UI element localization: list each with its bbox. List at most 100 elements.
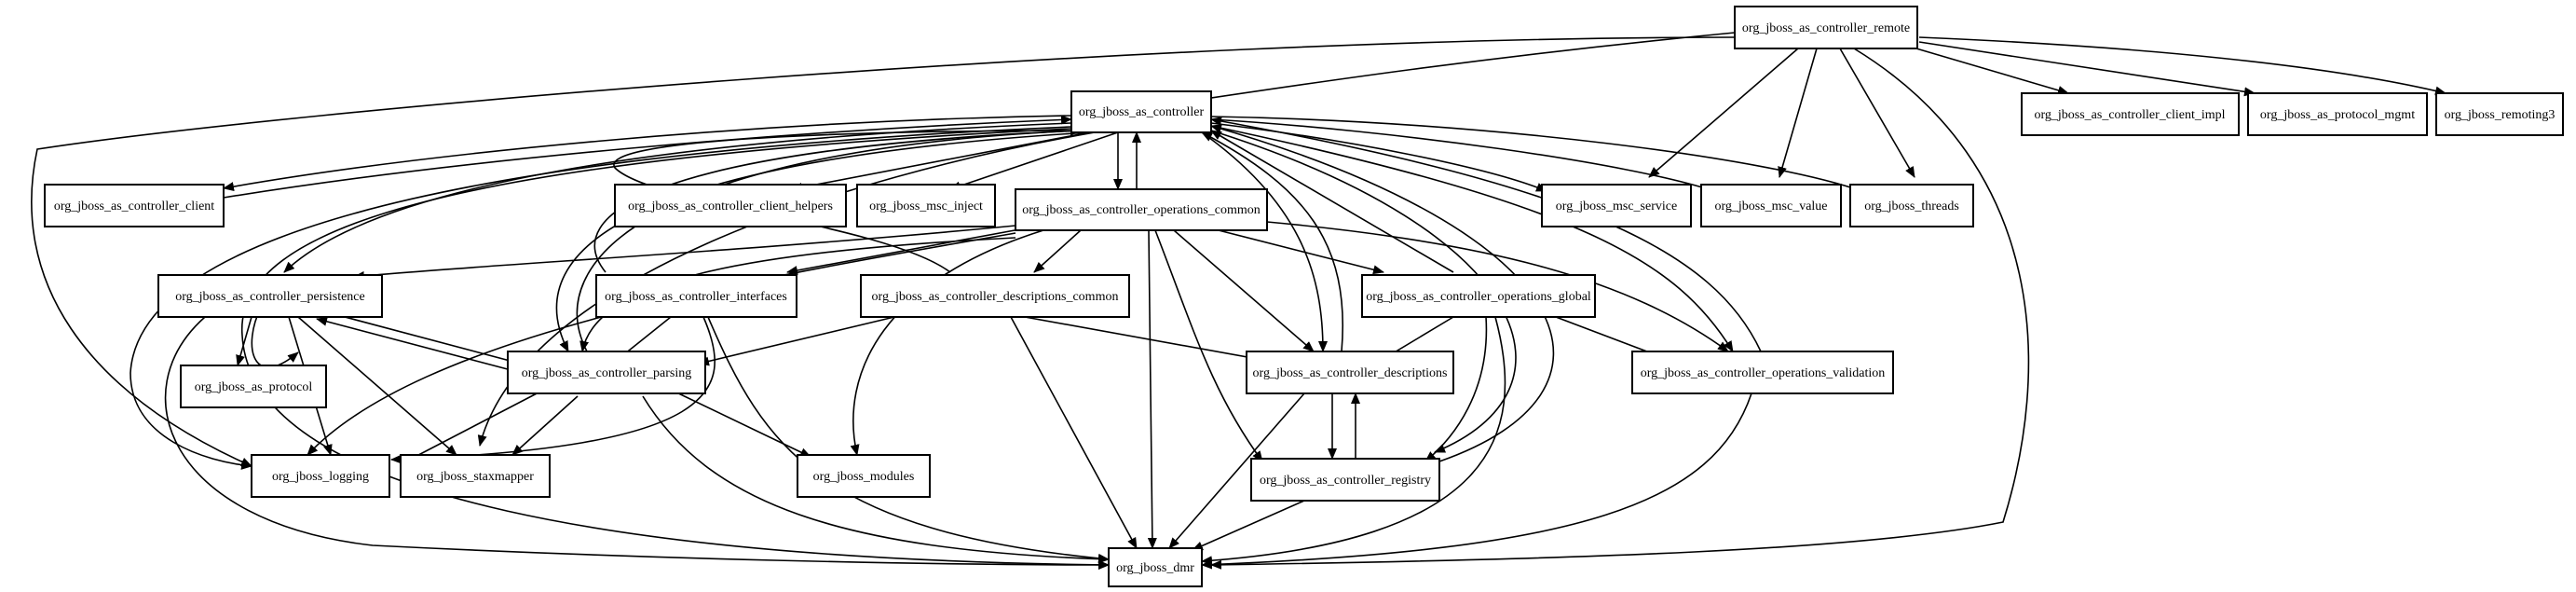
edge-controller-dmr	[241, 128, 1110, 570]
node-label: org_jboss_threads	[1864, 200, 1959, 213]
edge-remote-controller	[1179, 32, 1736, 106]
node-label: org_jboss_as_controller_persistence	[175, 290, 364, 304]
node-dmr[interactable]: org_jboss_dmr	[1108, 547, 1203, 587]
node-label: org_jboss_as_controller_registry	[1260, 474, 1431, 488]
node-ops-global[interactable]: org_jboss_as_controller_operations_globa…	[1361, 274, 1596, 318]
edge-controller-client	[223, 115, 1072, 192]
edge-ops-common-desc-common	[1033, 229, 1082, 273]
edge-ops-validation-dmr	[1201, 392, 1752, 570]
edge-remote-msc-service	[1648, 48, 1799, 178]
edge-controller-msc-inject	[949, 131, 1119, 191]
edge-parsing-modules	[670, 389, 811, 458]
edge-controller-descriptions	[1201, 131, 1328, 352]
edge-parsing-logging	[400, 391, 541, 465]
node-label: org_jboss_as_protocol	[195, 380, 313, 394]
node-label: org_jboss_logging	[272, 470, 369, 484]
node-label: org_jboss_as_controller_operations_globa…	[1366, 290, 1591, 304]
node-registry[interactable]: org_jboss_as_controller_registry	[1250, 458, 1440, 502]
edge-persistence-parsing	[316, 309, 532, 369]
node-msc-inject[interactable]: org_jboss_msc_inject	[856, 184, 996, 227]
node-logging[interactable]: org_jboss_logging	[251, 454, 390, 498]
node-label: org_jboss_remoting3	[2445, 108, 2556, 122]
node-interfaces[interactable]: org_jboss_as_controller_interfaces	[595, 274, 797, 318]
node-as-protocol[interactable]: org_jboss_as_protocol	[180, 365, 327, 408]
node-label: org_jboss_as_controller_descriptions	[1253, 366, 1448, 380]
edge-desc-common-parsing	[698, 316, 895, 366]
edge-controller-ops-validation	[1210, 125, 1734, 352]
edge-ops-common-dmr	[1147, 229, 1157, 549]
node-label: org_jboss_as_controller_parsing	[522, 366, 692, 380]
edge-interfaces-logging	[390, 316, 716, 464]
edge-descriptions-dmr	[1168, 392, 1305, 549]
node-label: org_jboss_as_controller_remote	[1742, 21, 1910, 35]
edge-registry-dmr	[1192, 500, 1305, 551]
edge-ops-common-ops-global	[1210, 227, 1384, 275]
edge-client-controller	[223, 115, 1072, 199]
edge-ops-common-interfaces	[786, 227, 1026, 275]
node-label: org_jboss_staxmapper	[416, 470, 534, 484]
node-label: org_jboss_msc_inject	[869, 200, 983, 213]
node-label: org_jboss_as_controller_client_helpers	[628, 200, 833, 213]
node-label: org_jboss_modules	[813, 470, 915, 484]
node-label: org_jboss_as_controller	[1079, 105, 1205, 119]
edge-remote-protocol-mgmt	[1918, 41, 2256, 97]
edge-parsing-persistence	[316, 316, 523, 374]
edge-ops-common-ops-validation	[1266, 221, 1729, 352]
node-client[interactable]: org_jboss_as_controller_client	[44, 184, 225, 227]
edge-controller-threads	[1210, 116, 1862, 193]
edge-desc-common-descriptions	[1024, 316, 1259, 362]
edge-ops-global-registry	[1424, 316, 1488, 462]
edge-persistence-as-protocol	[236, 316, 252, 366]
edge-ops-common-modules	[850, 229, 1044, 456]
edge-remote-remoting3	[1918, 36, 2447, 96]
node-label: org_jboss_dmr	[1116, 561, 1194, 575]
edge-remote-threads	[1839, 48, 1915, 178]
node-ops-common[interactable]: org_jboss_as_controller_operations_commo…	[1015, 188, 1268, 231]
node-desc-common[interactable]: org_jboss_as_controller_descriptions_com…	[860, 274, 1130, 318]
node-descriptions[interactable]: org_jboss_as_controller_descriptions	[1246, 351, 1454, 394]
edge-ops-global-dmr	[1201, 316, 1506, 566]
node-remote[interactable]: org_jboss_as_controller_remote	[1734, 6, 1918, 49]
node-client-helpers[interactable]: org_jboss_as_controller_client_helpers	[614, 184, 847, 227]
edge-persistence-dmr	[164, 316, 1110, 570]
node-label: org_jboss_as_controller_client_impl	[2034, 108, 2225, 122]
nodes: org_jboss_as_controller_remote org_jboss…	[44, 6, 2564, 587]
edge-remote-logging	[31, 36, 1736, 467]
node-label: org_jboss_as_controller_operations_valid…	[1641, 366, 1886, 380]
edge-parsing-staxmapper	[511, 395, 579, 456]
edge-desc-common-controller	[613, 126, 1082, 273]
node-label: org_jboss_msc_value	[1714, 200, 1827, 213]
node-modules[interactable]: org_jboss_modules	[797, 454, 931, 498]
edge-remote-client-impl	[1909, 46, 2069, 95]
edge-ops-global-controller	[1210, 130, 1454, 273]
node-label: org_jboss_msc_service	[1556, 200, 1677, 213]
node-parsing[interactable]: org_jboss_as_controller_parsing	[507, 351, 706, 394]
node-label: org_jboss_as_controller_operations_commo…	[1022, 203, 1261, 217]
edge-parsing-dmr	[642, 395, 1110, 564]
edge-persistence-controller	[251, 307, 299, 368]
edge-ops-common-registry	[1154, 229, 1263, 462]
node-client-impl[interactable]: org_jboss_as_controller_client_impl	[2021, 92, 2240, 136]
node-remoting3[interactable]: org_jboss_remoting3	[2435, 92, 2564, 136]
edge-ops-common-persistence	[353, 225, 1016, 281]
edge-ops-common-parsing	[579, 237, 1016, 352]
node-label: org_jboss_as_controller_interfaces	[605, 290, 787, 304]
node-ops-validation[interactable]: org_jboss_as_controller_operations_valid…	[1631, 351, 1894, 394]
edge-remote-dmr	[1210, 48, 2030, 570]
edge-interfaces-dmr	[707, 316, 1110, 563]
node-staxmapper[interactable]: org_jboss_staxmapper	[400, 454, 551, 498]
node-label: org_jboss_as_controller_descriptions_com…	[872, 290, 1119, 304]
edge-remote-msc-value	[1778, 48, 1818, 178]
node-label: org_jboss_as_controller_client	[54, 200, 214, 213]
edges	[31, 32, 2447, 570]
node-threads[interactable]: org_jboss_threads	[1849, 184, 1974, 227]
node-protocol-mgmt[interactable]: org_jboss_as_protocol_mgmt	[2247, 92, 2428, 136]
edge-descriptions-controller	[1201, 131, 1343, 352]
node-msc-value[interactable]: org_jboss_msc_value	[1700, 184, 1842, 227]
node-persistence[interactable]: org_jboss_as_controller_persistence	[157, 274, 383, 318]
node-msc-service[interactable]: org_jboss_msc_service	[1541, 184, 1692, 227]
node-controller[interactable]: org_jboss_as_controller	[1070, 90, 1212, 133]
edge-controller-logging	[129, 126, 1072, 470]
node-label: org_jboss_as_protocol_mgmt	[2260, 108, 2415, 122]
edge-persistence-staxmapper	[297, 316, 457, 456]
